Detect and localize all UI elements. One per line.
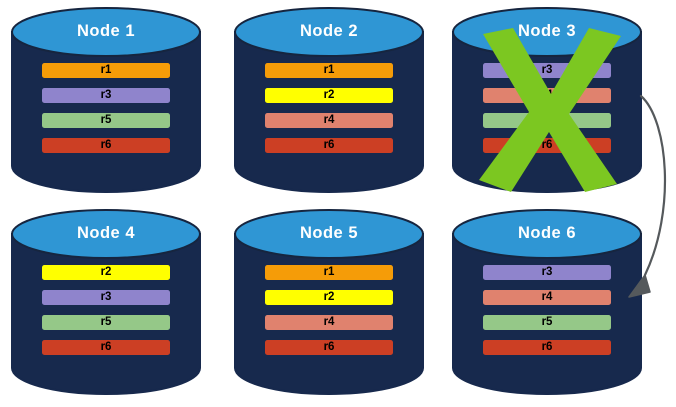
node-5-replica-r1[interactable]: r1 bbox=[265, 265, 393, 280]
node-1-replica-r3[interactable]: r3 bbox=[42, 88, 170, 103]
node-3-cylinder-top bbox=[452, 7, 642, 57]
node-2-replica-r4[interactable]: r4 bbox=[265, 113, 393, 128]
node-5-replica-list: r1 r2 r4 r6 bbox=[265, 265, 393, 355]
node-5-replica-r6[interactable]: r6 bbox=[265, 340, 393, 355]
node-3-replica-r5[interactable]: r5 bbox=[483, 113, 611, 128]
node-6-replica-r5[interactable]: r5 bbox=[483, 315, 611, 330]
node-5-replica-r4[interactable]: r4 bbox=[265, 315, 393, 330]
node-4-replica-r6[interactable]: r6 bbox=[42, 340, 170, 355]
node-3-replica-r4[interactable]: r4 bbox=[483, 88, 611, 103]
node-2-replica-r6[interactable]: r6 bbox=[265, 138, 393, 153]
node-1-cylinder-top bbox=[11, 7, 201, 57]
node-6-replica-r3[interactable]: r3 bbox=[483, 265, 611, 280]
node-6-replica-r4[interactable]: r4 bbox=[483, 290, 611, 305]
node-2-replica-list: r1 r2 r4 r6 bbox=[265, 63, 393, 153]
node-5-replica-r2[interactable]: r2 bbox=[265, 290, 393, 305]
node-1-replica-r5[interactable]: r5 bbox=[42, 113, 170, 128]
node-4-replica-r2[interactable]: r2 bbox=[42, 265, 170, 280]
node-6-cylinder-top bbox=[452, 209, 642, 259]
node-2-replica-r2[interactable]: r2 bbox=[265, 88, 393, 103]
node-3-replica-r6[interactable]: r6 bbox=[483, 138, 611, 153]
node-6-replica-list: r3 r4 r5 r6 bbox=[483, 265, 611, 355]
node-1-replica-r6[interactable]: r6 bbox=[42, 138, 170, 153]
node-6-replica-r6[interactable]: r6 bbox=[483, 340, 611, 355]
node-3-replica-r3[interactable]: r3 bbox=[483, 63, 611, 78]
node-2-replica-r1[interactable]: r1 bbox=[265, 63, 393, 78]
node-4-replica-r5[interactable]: r5 bbox=[42, 315, 170, 330]
node-3-replica-list: r3 r4 r5 r6 bbox=[483, 63, 611, 153]
node-4-replica-r3[interactable]: r3 bbox=[42, 290, 170, 305]
node-5-cylinder-top bbox=[234, 209, 424, 259]
node-4-replica-list: r2 r3 r5 r6 bbox=[42, 265, 170, 355]
node-2-cylinder-top bbox=[234, 7, 424, 57]
node-1-replica-r1[interactable]: r1 bbox=[42, 63, 170, 78]
node-4-cylinder-top bbox=[11, 209, 201, 259]
node-1-replica-list: r1 r3 r5 r6 bbox=[42, 63, 170, 153]
